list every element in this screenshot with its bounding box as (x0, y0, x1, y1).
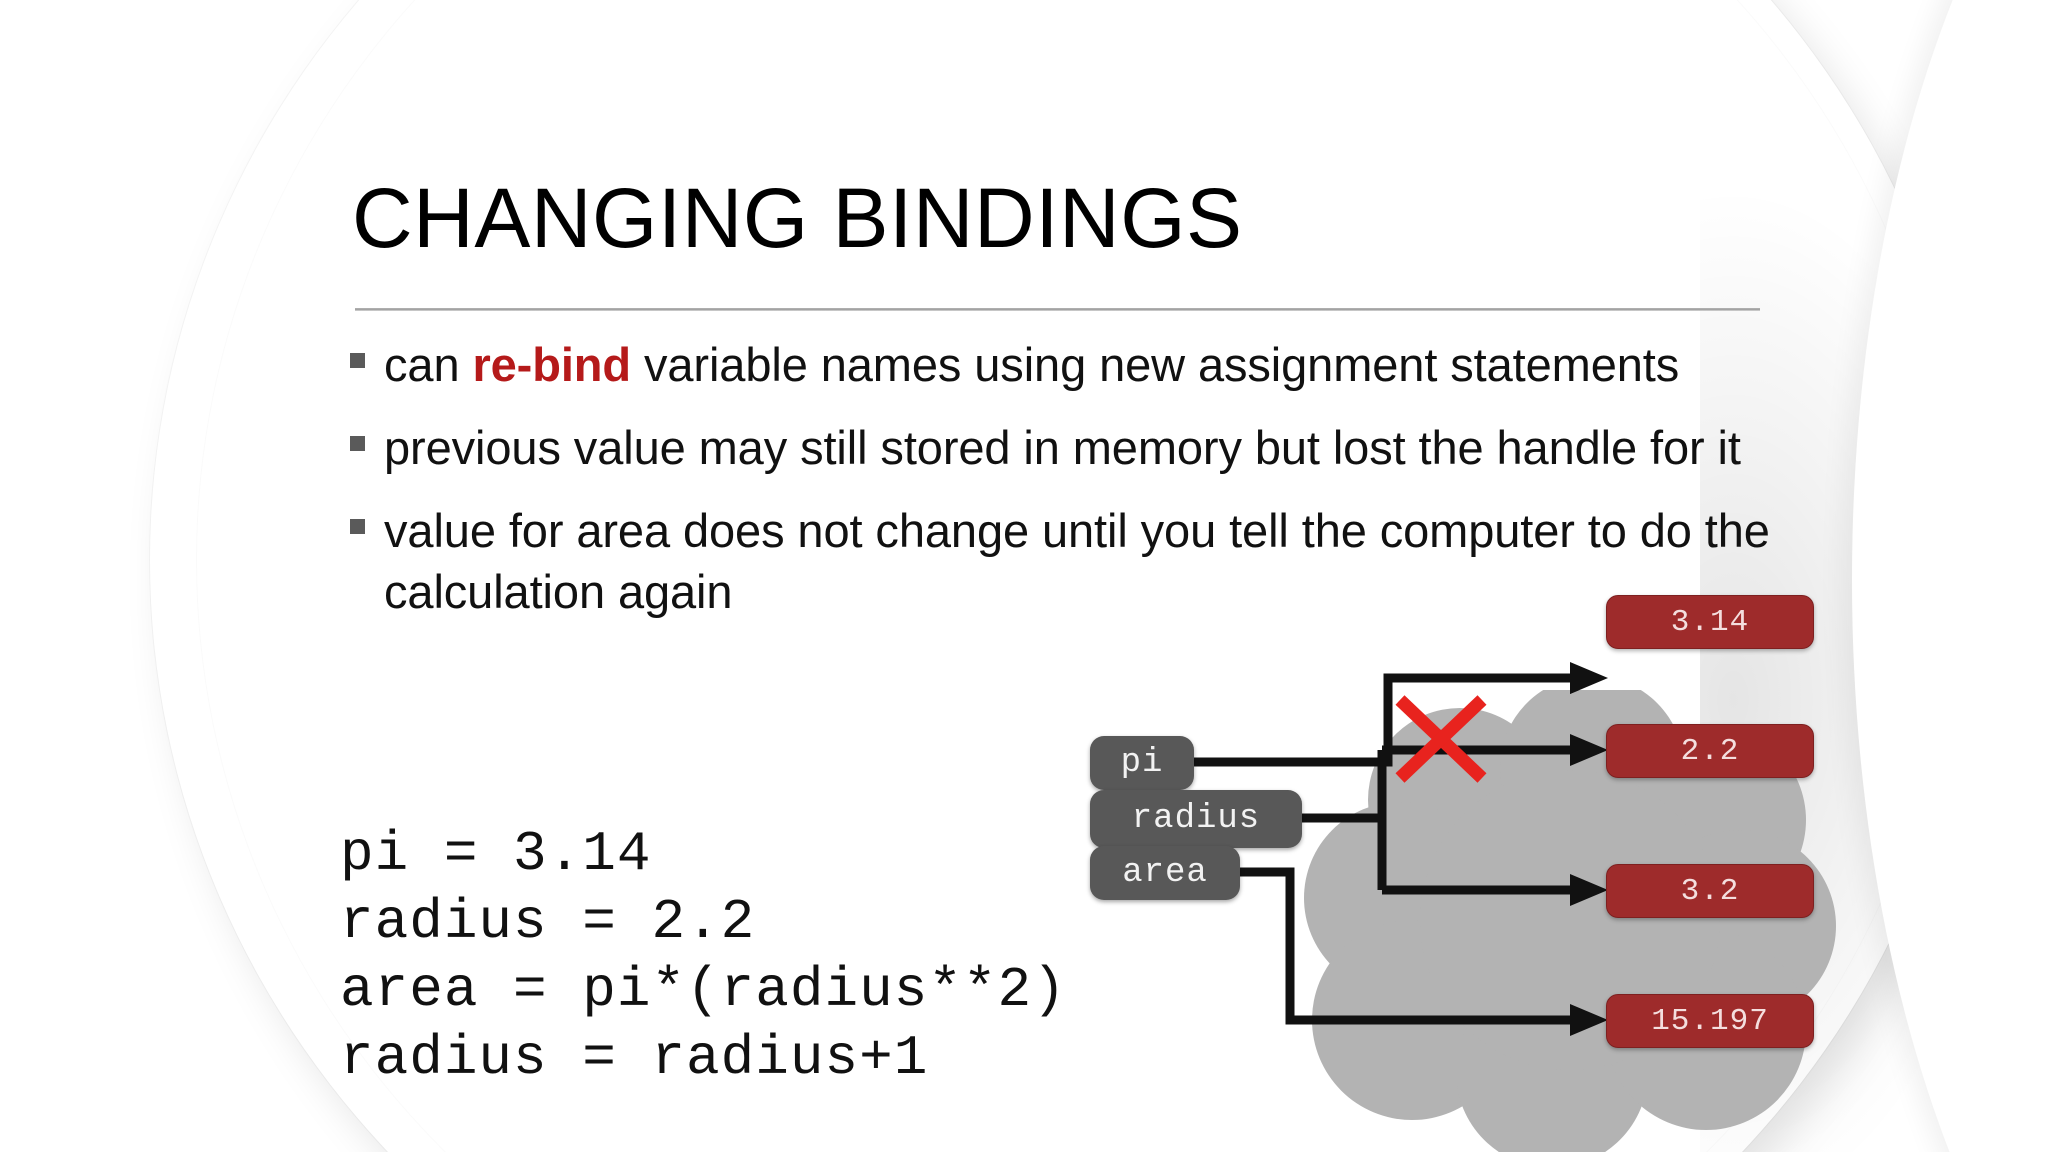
memory-diagram: pi radius area 3.14 2.2 3.2 15.197 (1090, 595, 2048, 1152)
value-box-2-2[interactable]: 2.2 (1606, 724, 1814, 778)
bullet-1-text-pre: can (384, 338, 473, 391)
bullet-square-marker-icon (350, 436, 365, 452)
value-box-3-14[interactable]: 3.14 (1606, 595, 1814, 649)
bullet-3-text: value for area does not change until you… (384, 504, 1770, 619)
diagram-graphics (1186, 690, 1836, 1152)
slide-title: CHANGING BINDINGS (352, 171, 1243, 265)
bullet-1-highlight: re-bind (472, 338, 632, 391)
variable-box-radius[interactable]: radius (1090, 790, 1302, 848)
value-box-3-2[interactable]: 3.2 (1606, 864, 1814, 918)
code-block: pi = 3.14 radius = 2.2 area = pi*(radius… (340, 822, 1067, 1090)
value-box-15-197[interactable]: 15.197 (1606, 994, 1814, 1048)
bullet-square-marker-icon (350, 519, 365, 535)
bullet-1-text-post: variable names using new assignment stat… (631, 338, 1680, 391)
diagram-graphics-upper (1383, 662, 1608, 762)
variable-box-area[interactable]: area (1090, 846, 1240, 900)
bullet-item-1: can re-bind variable names using new ass… (348, 334, 1778, 395)
bullet-square-marker-icon (350, 353, 365, 368)
bullet-2-text: previous value may still stored in memor… (384, 421, 1741, 475)
variable-box-pi[interactable]: pi (1090, 736, 1194, 790)
arrowhead-group (1570, 690, 1608, 1036)
bullet-item-2: previous value may still stored in memor… (348, 417, 1778, 478)
red-x-cross-icon (1395, 695, 1487, 783)
title-divider-rule (355, 308, 1760, 311)
bullet-item-3: value for area does not change until you… (348, 500, 1778, 622)
bullet-list: can re-bind variable names using new ass… (348, 334, 1778, 644)
